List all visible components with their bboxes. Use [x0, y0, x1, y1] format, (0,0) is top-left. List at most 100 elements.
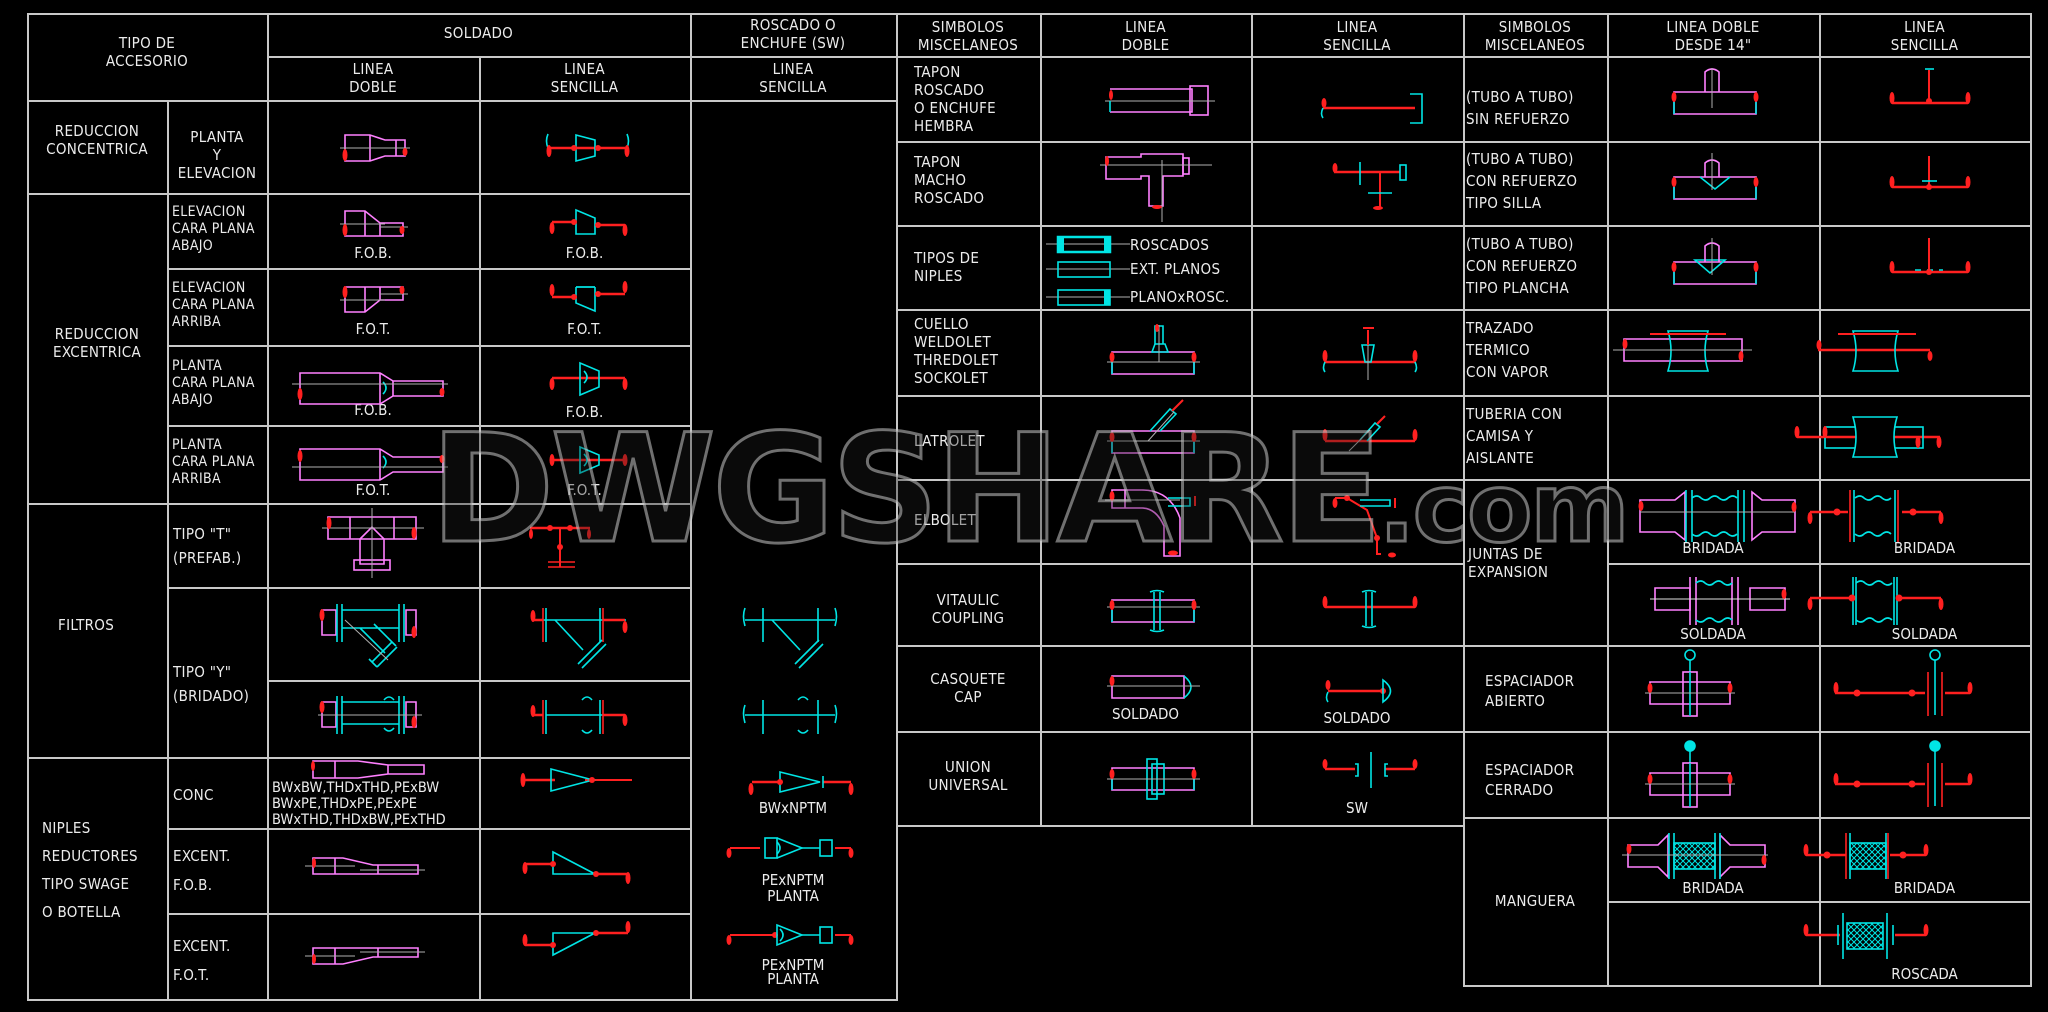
- weldolet-double-icon: [1107, 324, 1200, 375]
- caption-fob-2-doble: F.O.B.: [354, 401, 392, 419]
- jacketed-pipe-single-icon: [1794, 416, 1942, 458]
- caption-fob-2-sencilla: F.O.B.: [565, 403, 604, 421]
- t2-row-vitaulic: VITAULIC COUPLING: [931, 591, 1005, 627]
- sub-tipo-t: TIPO "T" (PREFAB.): [173, 525, 242, 567]
- sub-excent-fot: EXCENT. F.O.T.: [173, 937, 231, 984]
- group-reduccion-excentrica: REDUCCION EXCENTRICA: [53, 325, 141, 361]
- t3-header-simbolos: SIMBOLOS MISCELANEOS: [1484, 18, 1586, 54]
- caption-junta-soldada-doble: SOLDADA: [1680, 625, 1746, 643]
- ecc-reducer-plan-fot-single-icon: [549, 445, 628, 475]
- caption-cap-soldado-sencilla: SOLDADO: [1323, 709, 1391, 727]
- union-single-icon: [1322, 752, 1418, 788]
- caption-manguera-bridada-doble: BRIDADA: [1682, 879, 1744, 897]
- spacer-open-single-icon: [1833, 649, 1973, 716]
- t3-row-manguera: MANGUERA: [1494, 892, 1576, 910]
- victaulic-double-icon: [1107, 589, 1200, 633]
- t3-header-linea-sencilla: LINEA SENCILLA: [1890, 18, 1959, 54]
- nipple-type-plano-rosc: PLANOxROSC.: [1130, 288, 1230, 306]
- swage-ecc-fob-sw-icon: [726, 837, 854, 859]
- t2-header-simbolos: SIMBOLOS MISCELANEOS: [917, 18, 1019, 54]
- latrolet-double-icon: [1107, 399, 1200, 454]
- steam-tracing-double-icon: [1613, 330, 1752, 372]
- t3-row-tipo-silla: (TUBO A TUBO) CON REFUERZO TIPO SILLA: [1466, 150, 1578, 212]
- ecc-reducer-fob-double-icon: [340, 210, 408, 237]
- elbolet-double-icon: [1105, 489, 1196, 557]
- t2-row-casquete: CASQUETE CAP: [930, 670, 1006, 706]
- nipple-type-ext-planos: EXT. PLANOS: [1130, 260, 1221, 278]
- swage-ecc-fob-single-icon: [522, 850, 631, 884]
- strainer-y-alt-double-icon: [318, 696, 422, 734]
- sub-planta-cara-plana-arriba: PLANTA CARA PLANA ARRIBA: [172, 437, 255, 487]
- t3-row-espaciador-abierto: ESPACIADOR ABIERTO: [1485, 672, 1575, 710]
- t2-row-elbolet: ELBOLET: [914, 511, 977, 529]
- ecc-reducer-plan-fot-double-icon: [292, 448, 448, 481]
- expansion-joint-bridada-double-icon: [1638, 490, 1797, 542]
- swage-conc-single-icon: [520, 767, 632, 793]
- t3-row-juntas-expansion: JUNTAS DE EXPANSION: [1468, 545, 1549, 581]
- t3-row-espaciador-cerrado: ESPACIADOR CERRADO: [1485, 761, 1575, 799]
- sub-planta-cara-plana-abajo: PLANTA CARA PLANA ABAJO: [172, 358, 255, 408]
- swage-ecc-fot-sw-icon: [726, 923, 854, 947]
- header-roscado-enchufe: ROSCADO O ENCHUFE (SW): [740, 16, 846, 52]
- ecc-reducer-plan-fob-single-icon: [549, 361, 628, 397]
- caption-cap-soldado-doble: SOLDADO: [1111, 705, 1180, 723]
- sub-planta-y-elevacion: PLANTA Y ELEVACION: [177, 128, 257, 182]
- group-filtros: FILTROS: [58, 616, 115, 634]
- ecc-reducer-plan-fob-double-icon: [292, 372, 448, 405]
- steam-tracing-single-icon: [1816, 330, 1933, 372]
- male-plug-double-icon: [1100, 153, 1212, 222]
- swage-conc-sw-icon: [748, 770, 854, 795]
- caption-manguera-roscada-sencilla: ROSCADA: [1891, 965, 1958, 983]
- caption-fot-1-doble: F.O.T.: [355, 320, 391, 338]
- t2-row-union: UNION UNIVERSAL: [928, 758, 1008, 794]
- t3-header-linea-doble: LINEA DOBLE DESDE 14": [1666, 18, 1760, 54]
- t2-row-tapon-hembra: TAPON ROSCADO O ENCHUFE HEMBRA: [914, 63, 996, 135]
- caption-fot-2-sencilla: F.O.T.: [567, 481, 602, 499]
- male-plug-single-icon: [1332, 162, 1407, 210]
- cap-double-icon: [1107, 675, 1200, 699]
- t2-header-linea-sencilla: LINEA SENCILLA: [1323, 18, 1391, 54]
- caption-fot-1-sencilla: F.O.T.: [567, 320, 602, 338]
- hose-bridada-single-icon: [1803, 833, 1929, 879]
- spacer-closed-single-icon: [1833, 740, 1973, 807]
- strainer-y-single-icon: [530, 608, 628, 669]
- ecc-reducer-fot-double-icon: [340, 286, 408, 313]
- group-reduccion-concentrica: REDUCCION CONCENTRICA: [46, 122, 148, 158]
- strainer-y-alt-sw-icon: [742, 696, 838, 734]
- branch-plancha-double-icon: [1671, 238, 1759, 285]
- caption-fob-1-doble: F.O.B.: [354, 244, 392, 262]
- t2-row-tipos-niples: TIPOS DE NIPLES: [914, 249, 980, 285]
- ecc-reducer-fot-single-icon: [549, 281, 628, 313]
- nipple-ext-planos-icon: [1046, 261, 1130, 278]
- nipple-type-roscados: ROSCADOS: [1130, 236, 1210, 254]
- caption-fot-2-doble: F.O.T.: [355, 481, 391, 499]
- branch-plancha-single-icon: [1889, 238, 1971, 275]
- strainer-y-double-icon: [319, 604, 417, 668]
- expansion-joint-soldada-double-icon: [1650, 577, 1790, 625]
- sub-conc: CONC: [173, 786, 214, 804]
- caption-pexnptm-1: PExNPTM PLANTA: [761, 871, 825, 905]
- caption-fob-1-sencilla: F.O.B.: [565, 244, 604, 262]
- swage-conc-double-icon: [311, 760, 425, 779]
- caption-pexnptm-2: PExNPTM PLANTA: [761, 956, 825, 988]
- ecc-reducer-fob-single-icon: [549, 208, 628, 236]
- branch-silla-double-icon: [1671, 153, 1759, 200]
- sub-tipo-y: TIPO "Y" (BRIDADO): [173, 663, 250, 705]
- hose-bridada-double-icon: [1622, 833, 1768, 879]
- branch-sin-refuerzo-single-icon: [1889, 68, 1971, 105]
- strainer-t-double-icon: [322, 508, 424, 578]
- t3-row-tipo-plancha: (TUBO A TUBO) CON REFUERZO TIPO PLANCHA: [1466, 235, 1578, 297]
- caption-bwxnptm: BWxNPTM: [758, 799, 828, 817]
- branch-sin-refuerzo-double-icon: [1671, 68, 1759, 115]
- swage-ecc-fot-double-icon: [305, 947, 425, 965]
- hose-roscada-single-icon: [1803, 913, 1929, 959]
- expansion-joint-soldada-single-icon: [1807, 577, 1944, 625]
- header-linea-sencilla: LINEA SENCILLA: [550, 60, 619, 96]
- sub-elev-cara-plana-arriba: ELEVACION CARA PLANA ARRIBA: [172, 280, 255, 330]
- group-niples-reductores: NIPLES REDUCTORES TIPO SWAGE O BOTELLA: [42, 819, 138, 921]
- t3-row-sin-refuerzo: (TUBO A TUBO) SIN REFUERZO: [1466, 88, 1574, 128]
- t3-row-trazado-termico: TRAZADO TERMICO CON VAPOR: [1466, 319, 1549, 381]
- victaulic-single-icon: [1322, 589, 1418, 629]
- t2-row-cuello: CUELLO WELDOLET THREDOLET SOCKOLET: [914, 315, 999, 387]
